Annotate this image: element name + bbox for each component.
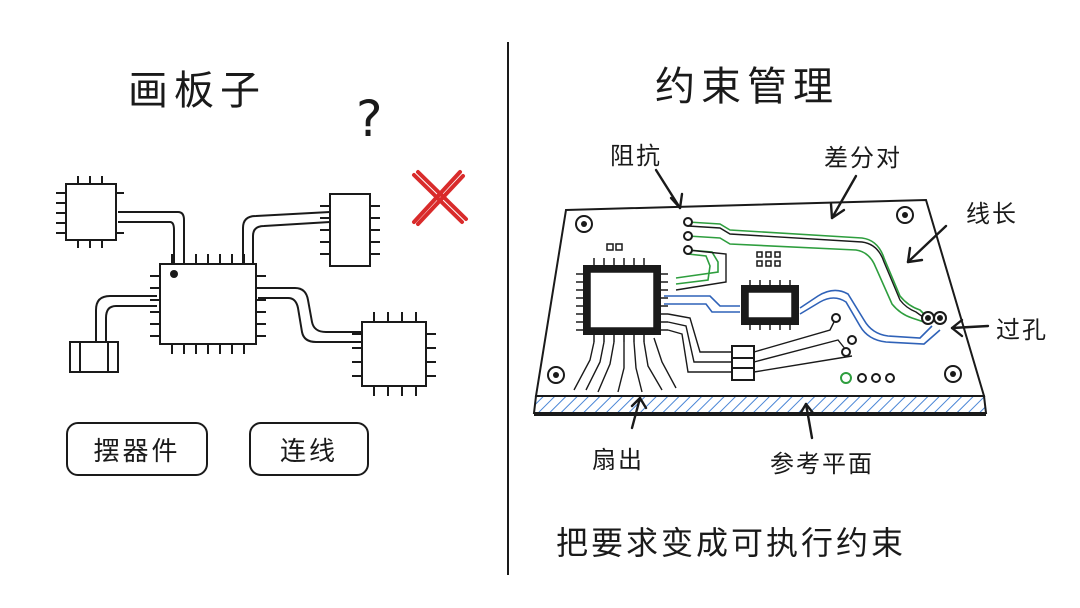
left-board-sketch — [56, 176, 436, 396]
arrow-trace-length — [906, 224, 948, 264]
label-differential-pair: 差分对 — [824, 144, 902, 172]
caption: 把要求变成可执行约束 — [556, 524, 907, 562]
differential-pair-traces — [675, 221, 929, 323]
arrow-fanout — [630, 396, 642, 430]
right-title: 约束管理 — [655, 64, 839, 110]
reference-plane-edge — [532, 395, 988, 414]
chip-small-topleft-pins — [56, 176, 124, 248]
label-trace-length: 线长 — [966, 200, 1018, 228]
connect-wires-button[interactable]: 连线 — [249, 422, 369, 476]
arrow-differential-pair — [830, 174, 858, 220]
wire-b — [242, 211, 331, 264]
chip-main-pins — [150, 254, 266, 354]
left-title: 画板子 — [128, 68, 266, 114]
red-x-mark — [412, 170, 468, 226]
vias — [683, 217, 947, 384]
trace-length-traces — [664, 289, 941, 345]
annotation-arrows — [630, 168, 990, 440]
qfn-chip-small — [741, 280, 799, 330]
reference-plane-bottom — [534, 413, 986, 416]
wire-c — [95, 295, 157, 342]
place-components-button[interactable]: 摆器件 — [66, 422, 208, 476]
resistor-pack — [731, 345, 755, 381]
qfp-chip-large — [576, 258, 668, 342]
chip-topright — [329, 193, 371, 267]
chip-topright-pins — [320, 205, 380, 255]
label-impedance: 阻抗 — [610, 142, 662, 170]
connector-block — [69, 341, 119, 373]
label-reference-plane: 参考平面 — [770, 450, 874, 478]
small-components — [606, 243, 781, 267]
question-mark-icon: ? — [356, 90, 383, 148]
chip-bottomright-pins — [352, 312, 436, 396]
chip-main-pin1-dot — [170, 270, 178, 278]
wire-a — [118, 211, 185, 264]
label-via: 过孔 — [996, 316, 1048, 344]
arrow-via — [950, 324, 990, 330]
label-fanout: 扇出 — [592, 446, 644, 474]
arrow-impedance — [654, 168, 682, 210]
fanout-traces — [573, 313, 853, 393]
wire-d — [258, 287, 364, 343]
arrow-reference-plane — [804, 402, 814, 440]
mounting-holes — [547, 206, 962, 384]
chip-bottomright — [361, 321, 427, 387]
dark-traces-top — [675, 225, 931, 323]
chip-small-topleft — [65, 183, 117, 241]
